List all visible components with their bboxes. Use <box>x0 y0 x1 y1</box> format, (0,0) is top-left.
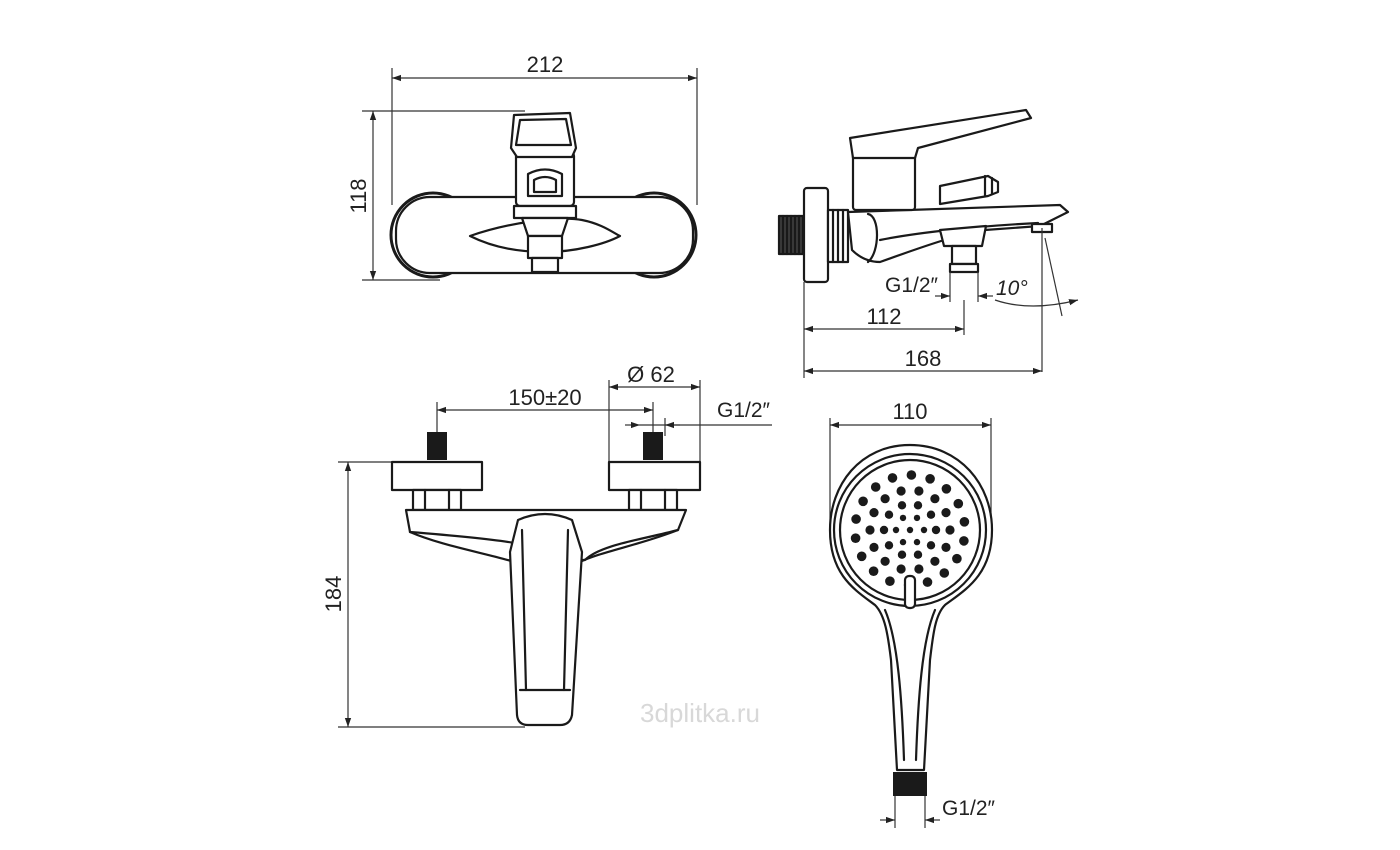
nozzle-dot <box>896 564 906 574</box>
nozzle-dot <box>880 556 890 566</box>
nozzle-dot <box>920 526 928 534</box>
nozzle-array <box>850 470 970 590</box>
nozzle-dot <box>856 551 867 562</box>
nozzle-dot <box>925 474 935 484</box>
nozzle-dot <box>865 525 875 535</box>
nozzle-dot <box>913 550 923 559</box>
nozzle-dot <box>899 538 907 546</box>
nozzle-dot <box>941 484 952 494</box>
dim-handshower-thread: G1/2″ <box>942 797 996 820</box>
nozzle-dot <box>926 541 936 550</box>
nozzle-dot <box>850 533 861 543</box>
side-view: G1/2″ 10° 112 168 <box>777 108 1079 378</box>
dim-front-height: 118 <box>346 178 371 213</box>
nozzle-dot <box>939 568 950 578</box>
nozzle-dot <box>906 470 917 480</box>
nozzle-dot <box>914 564 924 574</box>
nozzle-dot <box>941 507 951 518</box>
front-view: 212 118 <box>346 52 698 281</box>
nozzle-dot <box>897 550 907 559</box>
nozzle-dot <box>884 510 894 519</box>
nozzle-dot <box>945 525 955 535</box>
nozzle-dot <box>884 541 894 550</box>
nozzle-dot <box>913 501 923 510</box>
top-view: Ø 62 150±20 G1/2″ 184 <box>321 362 772 728</box>
nozzle-dot <box>922 577 933 587</box>
nozzle-dot <box>953 498 964 509</box>
side-lever <box>848 108 1033 160</box>
dim-inlet-thread: G1/2″ <box>717 399 771 422</box>
nozzle-dot <box>913 514 921 522</box>
watermark: 3dplitka.ru <box>640 698 760 728</box>
dim-total-depth: 168 <box>905 346 942 371</box>
dim-handshower-width: 110 <box>892 399 927 424</box>
hand-shower: 110 G1/2″ <box>828 399 996 828</box>
nozzle-dot <box>930 556 940 566</box>
side-escutcheon <box>802 186 830 284</box>
nozzle-dot <box>899 514 907 522</box>
nozzle-dot <box>870 482 881 492</box>
nozzle-dot <box>897 501 907 510</box>
nozzle-dot <box>858 496 868 507</box>
nozzle-dot <box>931 525 941 535</box>
nozzle-dot <box>914 486 924 496</box>
nozzle-dot <box>926 510 936 519</box>
nozzle-dot <box>892 526 900 534</box>
dim-side-thread: G1/2″ <box>885 274 939 297</box>
nozzle-dot <box>885 576 895 586</box>
handshower-connector <box>893 772 927 796</box>
nozzle-dot <box>959 517 970 527</box>
nozzle-dot <box>952 553 962 564</box>
nozzle-dot <box>930 494 940 504</box>
right-inlet-thread <box>643 432 663 460</box>
nozzle-dot <box>959 536 969 546</box>
dim-spout-offset: 112 <box>866 304 901 329</box>
dim-bottom-height: 184 <box>321 576 346 613</box>
nozzle-dot <box>913 538 921 546</box>
nozzle-dot <box>941 542 951 553</box>
dim-inlet-spacing: 150±20 <box>508 385 581 410</box>
nozzle-dot <box>851 514 861 524</box>
nozzle-dot <box>869 507 879 518</box>
nozzle-dot <box>887 473 898 483</box>
spout-top <box>508 512 584 727</box>
nozzle-dot <box>869 542 879 553</box>
nozzle-dot <box>879 525 889 535</box>
nozzle-dot <box>868 566 879 576</box>
left-inlet-thread <box>427 432 447 460</box>
nozzle-dot <box>880 494 890 504</box>
dim-flange-diameter: Ø 62 <box>627 362 675 387</box>
nozzle-dot <box>896 486 906 496</box>
nozzle-dot <box>906 526 914 534</box>
dim-front-width: 212 <box>527 52 564 77</box>
dim-spout-angle: 10° <box>996 277 1028 300</box>
